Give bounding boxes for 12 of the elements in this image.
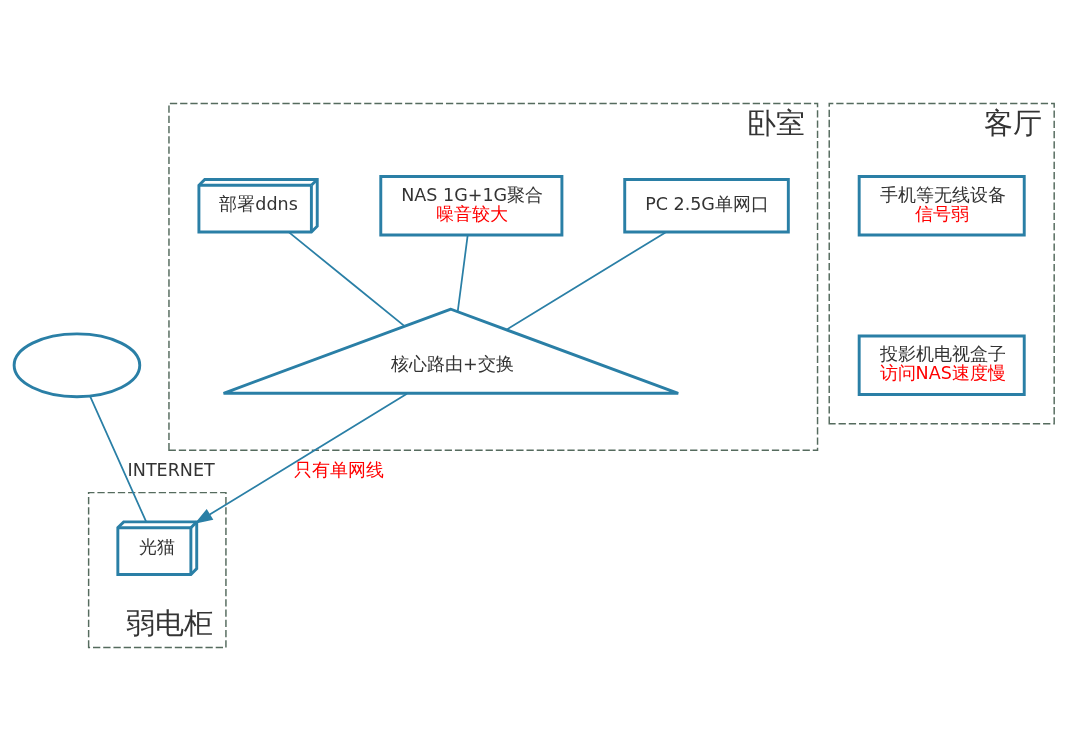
edge-label: 只有单网线 <box>294 459 385 480</box>
node-cloud <box>12 331 142 398</box>
connector <box>89 394 147 522</box>
node-box: PC 2.5G单网口 <box>623 177 790 234</box>
arrow <box>194 392 408 524</box>
connector <box>456 233 469 312</box>
node-box: NAS 1G+1G聚合 噪音较大 <box>379 174 564 236</box>
node-box: 手机等无线设备 信号弱 <box>857 174 1026 236</box>
connector <box>505 231 667 331</box>
node-box: 投影机电视盒子 访问NAS速度慢 <box>857 334 1026 396</box>
connector <box>288 231 406 327</box>
edge-label: INTERNET <box>127 459 215 480</box>
